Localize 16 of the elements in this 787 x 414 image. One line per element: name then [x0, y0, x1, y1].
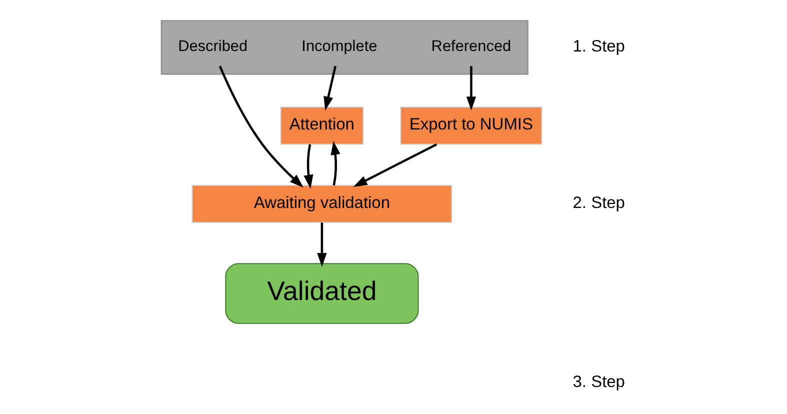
node-text: Incomplete [302, 38, 378, 56]
arrow [353, 143, 438, 187]
node-text: Referenced [431, 38, 512, 56]
node-box: Validated [225, 263, 419, 324]
label: 3. Step [572, 372, 625, 391]
node-box: Attention [280, 106, 364, 145]
arrow [330, 140, 340, 186]
label: 2. Step [572, 194, 625, 212]
label: 1. Step [572, 37, 625, 56]
node-text: Described [178, 38, 248, 56]
node-box: Export to NUMIS [400, 106, 542, 145]
arrow [317, 222, 327, 267]
arrow [466, 66, 476, 110]
cluster [160, 20, 528, 75]
arrow [304, 144, 314, 189]
node-box: Awaiting validation [192, 184, 452, 223]
